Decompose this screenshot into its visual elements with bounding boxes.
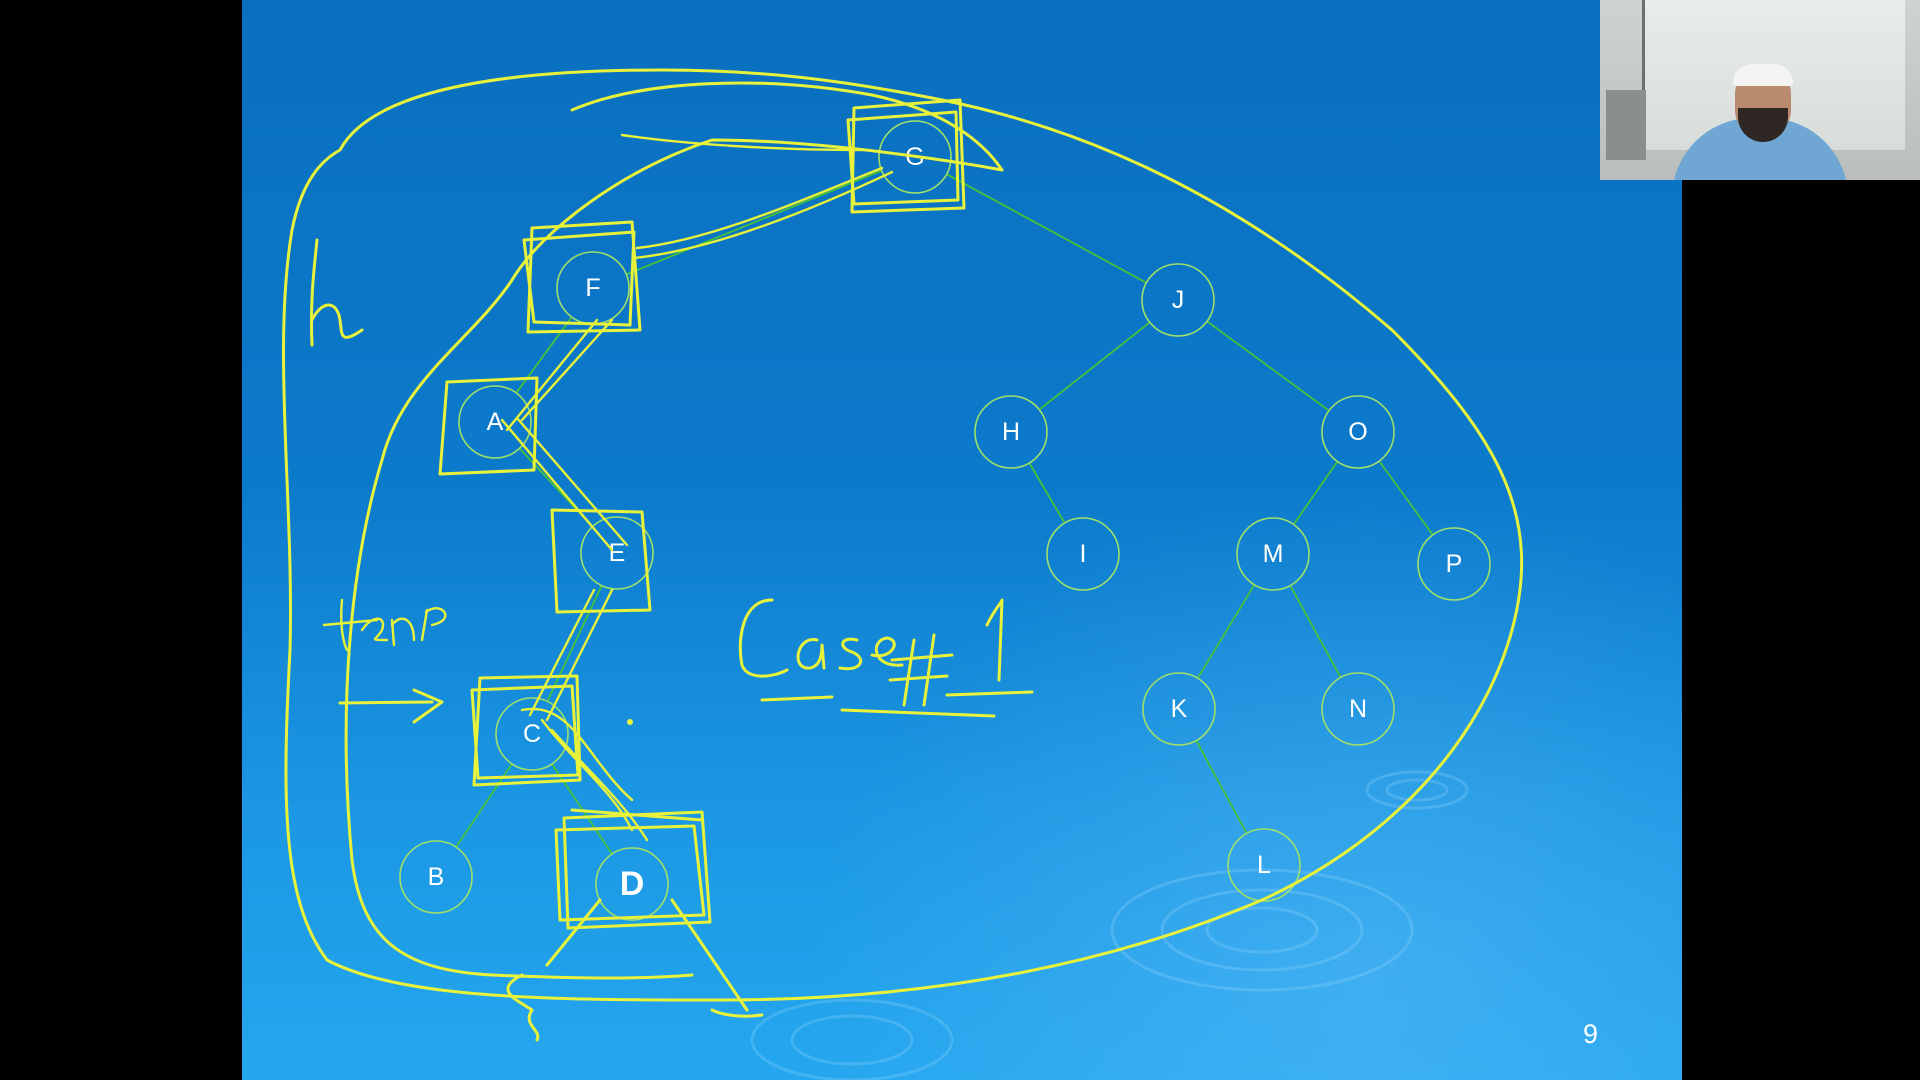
tree-node-label: I [1080,540,1087,568]
tree-edge-g-f [626,169,882,276]
outer-loop-ink [281,68,1524,1002]
tree-node-a: A [458,385,532,459]
pen-annotations [281,68,1524,1042]
temp-label-ink [322,598,447,652]
box-around-c-ink [470,674,582,787]
tree-node-k: K [1142,672,1216,746]
tree-edge-m-n [1289,585,1342,678]
tree-node-label: P [1446,550,1463,578]
tree-node-label: D [620,865,645,903]
tree-node-circle [1417,527,1491,601]
box-around-g-ink [846,98,966,214]
tree-node-label: A [487,408,504,436]
tree-node-label: K [1171,695,1188,723]
tree-node-o: O [1321,395,1395,469]
case-label-ink [738,598,1034,718]
box-around-a-ink [438,376,539,476]
tree-node-c: C [495,697,569,771]
tree-edge-e-c [546,585,603,702]
tree-node-n: N [1321,672,1395,746]
tree-node-circle [1227,828,1301,902]
tree-node-label: F [585,274,600,302]
tree-edge-k-l [1195,740,1248,834]
webcam-background-shelf [1606,90,1646,160]
tree-node-circle [1321,395,1395,469]
tree-edge-j-h [1038,321,1151,411]
tree-edge-o-p [1378,460,1434,536]
tree-node-label: C [523,720,541,748]
box-around-e-ink [550,508,652,614]
tree-node-d: D [595,847,669,921]
tree-edge-o-m [1292,461,1339,525]
tree-node-circle [1046,517,1120,591]
tree-edge-g-j [946,173,1147,284]
tree-node-label: J [1172,286,1185,314]
presenter-video-icon [1600,0,1920,180]
presenter-cap [1733,64,1793,86]
tree-node-label: H [1002,418,1020,446]
tree-edge-j-o [1206,320,1330,412]
tree-node-b: B [399,840,473,914]
tree-node-l: L [1227,828,1301,902]
tree-node-label: M [1263,540,1284,568]
tree-node-circle [974,395,1048,469]
h-label-ink [309,238,364,347]
tree-edge-c-d [551,763,613,855]
arrow-to-g-ink [620,133,864,152]
tree-node-label: N [1349,695,1367,723]
tree-node-circle [580,516,654,590]
tree-node-circle [595,847,669,921]
box-around-d-ink [554,808,712,930]
path-strokes-ink [500,166,894,842]
tree-node-i: I [1046,517,1120,591]
tree-node-circle [1141,263,1215,337]
tree-edge-f-a [515,316,573,394]
tree-node-label: B [428,863,445,891]
tree-edge-m-k [1196,584,1256,679]
water-ripple-decoration [750,770,1469,1080]
tree-node-circle [458,385,532,459]
tree-node-h: H [974,395,1048,469]
tree-node-circle [1321,672,1395,746]
tree-node-label: L [1257,851,1271,879]
ink-dot [627,719,633,725]
d-tail-ink [506,898,764,1042]
temp-arrow-ink [338,688,444,724]
box-around-f-ink [522,220,642,334]
tree-node-e: E [580,516,654,590]
tree-node-circle [1236,517,1310,591]
slide-number: 9 [1582,1019,1598,1049]
tree-edges [455,169,1434,855]
tree-node-circle [399,840,473,914]
tree-node-circle [878,120,952,194]
tree-edge-h-i [1028,462,1066,524]
tree-node-label: E [609,539,626,567]
tree-node-label: O [1348,418,1367,446]
inner-loop-ink [344,81,1004,980]
tree-node-p: P [1417,527,1491,601]
tree-node-circle [1142,672,1216,746]
tree-node-f: F [556,251,630,325]
tree-node-m: M [1236,517,1310,591]
tree-node-circle [495,697,569,771]
tree-node-j: J [1141,263,1215,337]
